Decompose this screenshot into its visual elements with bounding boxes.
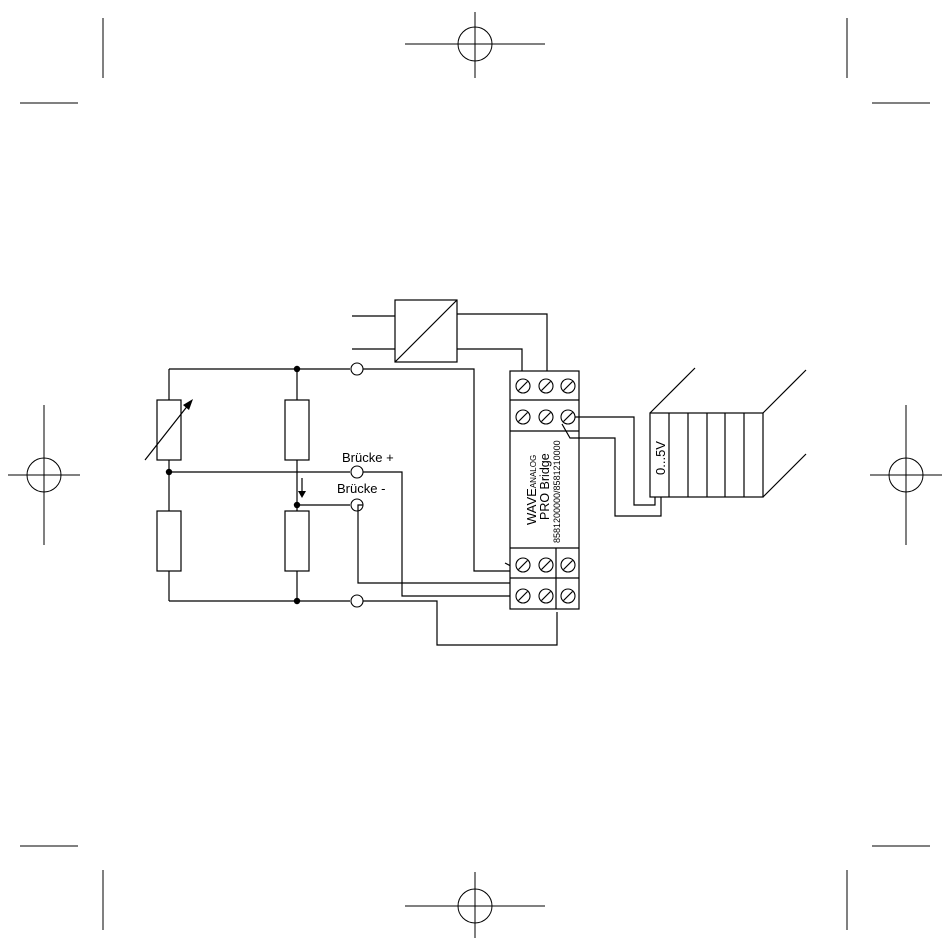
resistor-bottom-right [285,511,309,571]
pro-bridge-module: WAVEANALOG PRO Bridge 8581200000/8581210… [510,371,579,609]
bridge-plus-label: Brücke + [342,450,394,465]
bridge-minus-label: Brücke - [337,481,385,496]
resistor-top-right [285,400,309,460]
registration-mark-right [870,405,942,545]
power-supply-symbol [352,300,547,372]
resistor-bottom-left [157,511,181,571]
crop-marks [20,18,930,930]
registration-mark-left [8,405,80,545]
wheatstone-bridge [145,363,363,607]
output-range-label: 0...5V [653,441,668,475]
registration-mark-bottom [405,872,545,938]
registration-mark-top [405,12,545,78]
device-part-numbers: 8581200000/8581210000 [552,440,562,543]
device-name: PRO Bridge [538,453,552,520]
variable-resistor-arrow-icon [183,399,193,410]
tap-arrow-icon [298,491,306,498]
output-meter: 0...5V [650,368,806,497]
